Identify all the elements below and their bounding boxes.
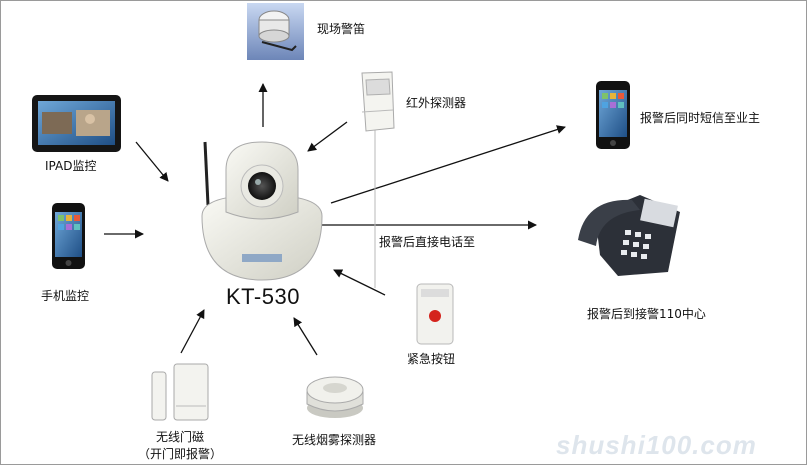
door-label-line1: 无线门磁 — [155, 430, 204, 444]
emergency-button-icon — [416, 283, 454, 345]
smoke-detector-icon — [306, 376, 364, 418]
door-label-line2: （开门即报警） — [137, 447, 222, 461]
arrow-infrared — [307, 121, 348, 152]
siren-icon — [247, 3, 304, 60]
siren-label: 现场警笛 — [317, 22, 366, 36]
arrow-smoke — [293, 317, 318, 356]
infrared-detector-icon — [361, 71, 395, 132]
emergency-label: 紧急按钮 — [407, 352, 456, 366]
phone-icon — [52, 203, 85, 269]
infrared-label: 红外探测器 — [406, 96, 467, 110]
phone-label: 手机监控 — [41, 289, 90, 303]
arrow-door — [180, 309, 205, 354]
camera-model-title: KT-530 — [226, 284, 300, 309]
ipad-label: IPAD监控 — [45, 159, 97, 173]
door-sensor-icon — [151, 363, 209, 421]
sms-phone-icon — [596, 81, 630, 149]
door-label: 无线门磁 （开门即报警） — [130, 428, 230, 462]
arrow-sms — [330, 125, 566, 204]
ipad-icon — [32, 95, 121, 152]
arrow-emergency — [333, 269, 386, 296]
sms-label: 报警后同时短信至业主 — [640, 111, 761, 125]
center110-label: 报警后到接警110中心 — [587, 307, 706, 321]
call-label: 报警后直接电话至 — [379, 235, 476, 249]
arrow-ipad — [135, 141, 169, 182]
camera-icon — [201, 141, 323, 281]
watermark: shushi100.com — [556, 430, 757, 460]
desk-telephone-icon — [578, 195, 680, 276]
smoke-label: 无线烟雾探测器 — [292, 433, 377, 447]
